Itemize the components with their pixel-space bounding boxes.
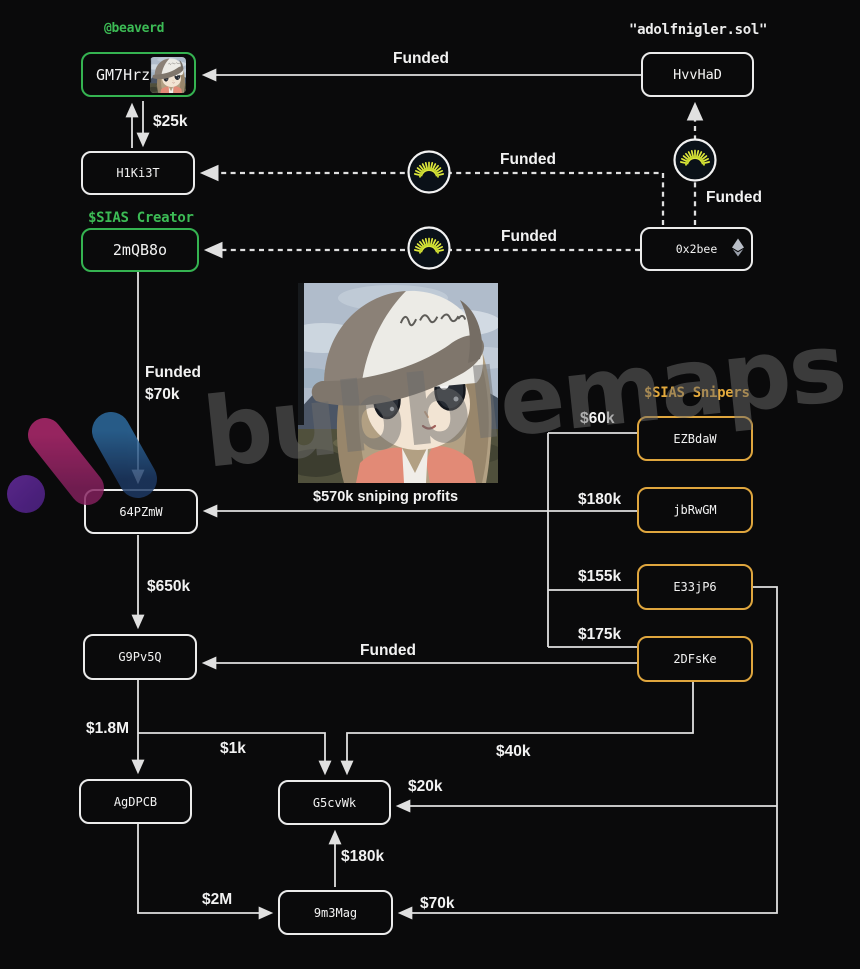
node-label: 2DFsKe xyxy=(673,652,717,666)
edge-label-70k: $70k xyxy=(420,895,455,912)
node-label: H1Ki3T xyxy=(116,166,160,180)
edge-label-650k: $650k xyxy=(147,578,191,595)
edge-g9pv5q-g5cvwk xyxy=(138,732,332,776)
node-label: E33jP6 xyxy=(673,580,717,594)
node-label: G9Pv5Q xyxy=(118,650,162,664)
node-e33jp6[interactable]: E33jP6 xyxy=(637,564,753,610)
node-g5cvwk[interactable]: G5cvWk xyxy=(278,780,391,825)
node-label: 2mQB8o xyxy=(112,241,168,259)
node-label: HvvHaD xyxy=(673,66,722,83)
node-agdpcb[interactable]: AgDPCB xyxy=(79,779,192,824)
node-label: GM7Hrz xyxy=(96,65,151,84)
node-ezbdaw[interactable]: EZBdaW xyxy=(637,416,753,461)
edge-label-180k: $180k xyxy=(578,491,622,508)
beaverd-handle-label: @beaverd xyxy=(104,21,165,36)
node-64pzmw[interactable]: 64PZmW xyxy=(84,489,198,534)
edge-label-20k: $20k xyxy=(408,778,443,795)
adolfnigler-label: "adolfnigler.sol" xyxy=(629,22,768,38)
node-9m3mag[interactable]: 9m3Mag xyxy=(278,890,393,935)
node-label: AgDPCB xyxy=(113,794,158,809)
node-g9pv5q[interactable]: G9Pv5Q xyxy=(83,634,197,680)
coin-icon xyxy=(406,149,452,195)
node-label: 64PZmW xyxy=(119,504,163,519)
node-label: EZBdaW xyxy=(673,431,717,446)
edge-label-funded: Funded xyxy=(706,189,762,206)
node-gm7hrz[interactable]: GM7Hrz xyxy=(81,52,196,97)
edge-label-funded: Funded xyxy=(393,50,449,67)
node-label: 9m3Mag xyxy=(313,905,358,920)
node-2mqb8o[interactable]: 2mQB8o xyxy=(81,228,199,272)
edge-label-70k: $70k xyxy=(145,386,180,403)
edge-label-175k: $175k xyxy=(578,626,622,643)
edge-label-funded: Funded xyxy=(500,151,556,168)
sias-snipers-label: $SIAS Snipers xyxy=(644,385,750,401)
node-label: jbRwGM xyxy=(673,503,717,517)
edge-label-180k: $180k xyxy=(341,848,385,865)
coin-icon xyxy=(672,137,718,183)
edge-sniper-trunk xyxy=(547,432,637,648)
coin-icon xyxy=(406,225,452,271)
node-hvvhad[interactable]: HvvHaD xyxy=(641,52,754,97)
node-jbrwgm[interactable]: jbRwGM xyxy=(637,487,753,533)
sniping-profits-label: $570k sniping profits xyxy=(313,489,459,505)
edge-label-155k: $155k xyxy=(578,568,622,585)
edge-0x2bee-h1ki3t-dashed xyxy=(199,164,665,225)
edge-label-1-8m: $1.8M xyxy=(86,720,130,737)
gm7hrz-avatar-thumbnail xyxy=(150,57,186,93)
edge-label-funded: Funded xyxy=(501,228,557,245)
edge-label-funded: Funded xyxy=(145,364,201,381)
edge-2dfske-g5cvwk xyxy=(340,682,694,776)
edge-e33jp6-9m3mag xyxy=(397,586,778,920)
sias-creator-label: $SIAS Creator xyxy=(88,210,194,226)
edge-agdpcb-9m3mag xyxy=(137,824,274,920)
node-label: G5cvWk xyxy=(312,795,357,810)
node-h1ki3t[interactable]: H1Ki3T xyxy=(81,151,195,195)
node-0x2bee[interactable]: 0x2bee xyxy=(640,227,753,271)
edge-label-60k: $60k xyxy=(580,410,615,427)
edge-label-funded: Funded xyxy=(360,642,416,659)
edge-label-25k: $25k xyxy=(153,113,188,130)
ethereum-icon xyxy=(732,238,744,260)
node-label: 0x2bee xyxy=(675,242,718,256)
edge-label-1k: $1k xyxy=(220,740,246,757)
node-2dfske[interactable]: 2DFsKe xyxy=(637,636,753,682)
edge-label-2m: $2M xyxy=(202,891,233,908)
edge-label-40k: $40k xyxy=(496,743,531,760)
